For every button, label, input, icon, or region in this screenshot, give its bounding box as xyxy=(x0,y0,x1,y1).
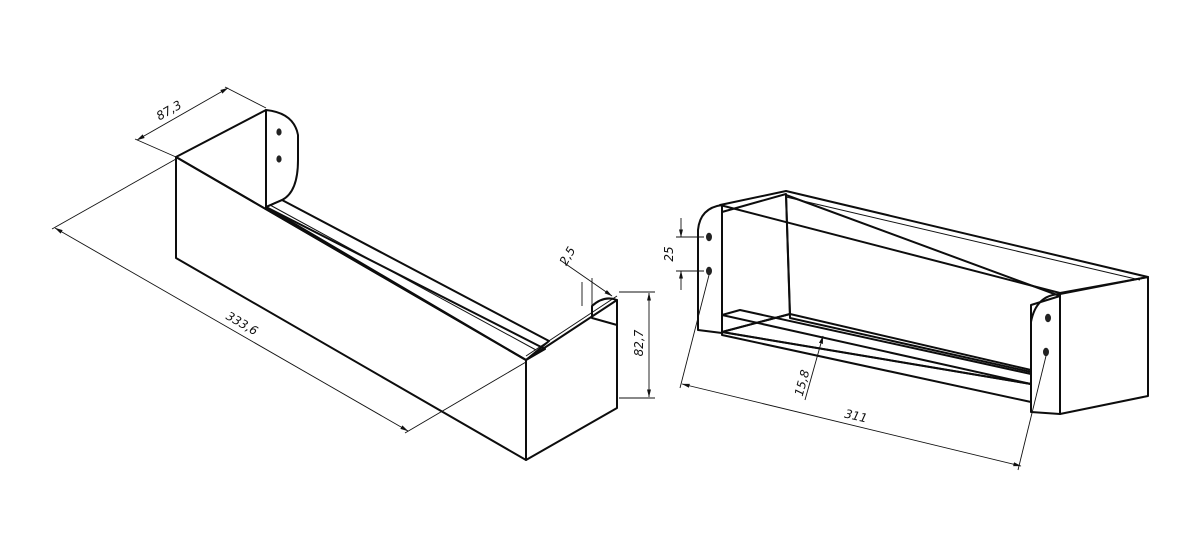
dimension-height: 82,7 xyxy=(619,291,655,399)
left-shelf-view: 87,3 333,6 82,7 2,5 xyxy=(51,86,655,461)
dimension-hole-span-label: 311 xyxy=(843,407,868,426)
dimension-length: 333,6 xyxy=(51,158,527,434)
left-view-rim-line xyxy=(269,204,537,351)
dimension-hole-spacing: 25 xyxy=(662,218,704,290)
left-view-front-face xyxy=(175,156,527,461)
right-view-back-panel xyxy=(719,190,1149,294)
right-view-top-rim xyxy=(785,196,1141,281)
right-view-left-hole-top xyxy=(706,232,712,242)
left-view-end-face xyxy=(525,299,618,461)
right-view-front-lip-face xyxy=(721,309,1032,385)
dimension-hole-span: 311 xyxy=(679,274,1047,471)
right-view-end-face xyxy=(1059,276,1149,415)
dimension-lip-height-label: 15,8 xyxy=(792,368,813,398)
left-view-top-edge xyxy=(525,295,618,357)
right-view-right-hole-top xyxy=(1045,313,1051,323)
right-view-left-bracket xyxy=(697,204,723,334)
right-view-right-hole-bottom xyxy=(1043,347,1049,357)
left-view-mount-hole-top xyxy=(276,128,282,136)
dimension-thickness-label: 2,5 xyxy=(557,244,579,268)
dimension-depth-label: 87,3 xyxy=(154,98,184,123)
dimension-depth: 87,3 xyxy=(134,86,267,158)
dimension-length-label: 333,6 xyxy=(224,309,261,338)
dimension-height-label: 82,7 xyxy=(632,329,646,356)
dimension-hole-spacing-label: 25 xyxy=(662,246,676,261)
left-view-mount-hole-bottom xyxy=(276,155,282,163)
right-shelf-view: 25 311 15,8 xyxy=(662,190,1149,471)
left-view-side-bracket xyxy=(265,109,299,208)
right-view-left-hole-bottom xyxy=(706,266,712,276)
dimension-thickness: 2,5 xyxy=(557,244,613,306)
dimension-lip-height: 15,8 xyxy=(792,335,824,401)
